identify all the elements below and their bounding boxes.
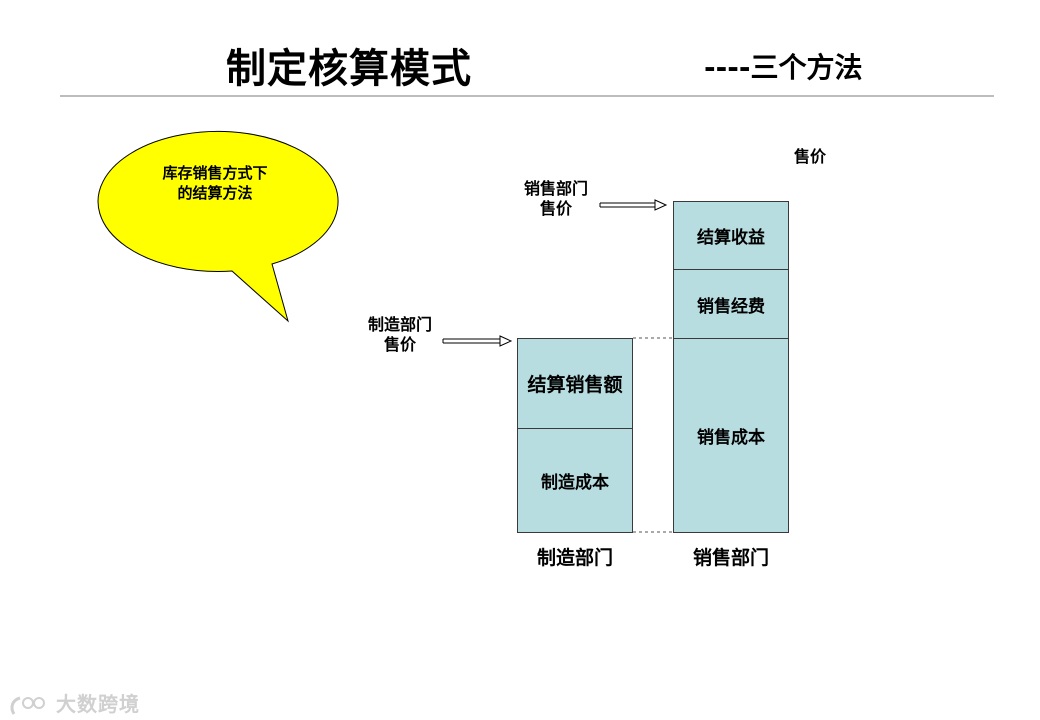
watermark-logo-icon [10, 696, 45, 715]
header-divider [60, 95, 994, 97]
mfg-price-label-line1: 制造部门 [367, 315, 432, 334]
watermark: 大数跨境 [8, 688, 140, 718]
column-label-sales: 销售部门 [692, 547, 769, 569]
sales-price-label-line1: 销售部门 [523, 179, 588, 198]
segment-manufacturing-cost: 制造成本 [517, 428, 633, 533]
mfg-price-label: 制造部门 售价 [356, 315, 444, 355]
segment-sales-cost: 销售成本 [673, 338, 789, 533]
bubble-text: 库存销售方式下 的结算方法 [130, 163, 300, 203]
column-label-manufacturing: 制造部门 [536, 547, 613, 569]
top-price-label: 售价 [793, 147, 826, 166]
bubble-text-line1: 库存销售方式下 [162, 164, 268, 182]
watermark-text: 大数跨境 [55, 692, 140, 716]
segment-sales-expense: 销售经费 [673, 269, 789, 339]
sales-price-label: 销售部门 售价 [512, 179, 600, 219]
segment-settlement-income: 结算收益 [673, 201, 789, 270]
speech-bubble [97, 130, 339, 323]
sales-price-arrow [599, 199, 668, 211]
mfg-price-arrow [442, 335, 513, 347]
sales-price-label-line2: 售价 [539, 199, 572, 218]
page-subtitle: ----三个方法 [704, 51, 863, 84]
segment-settlement-sales: 结算销售额 [517, 338, 633, 429]
page-title: 制定核算模式 [226, 46, 472, 92]
bubble-text-line2: 的结算方法 [177, 184, 253, 202]
mfg-price-label-line2: 售价 [383, 335, 416, 354]
